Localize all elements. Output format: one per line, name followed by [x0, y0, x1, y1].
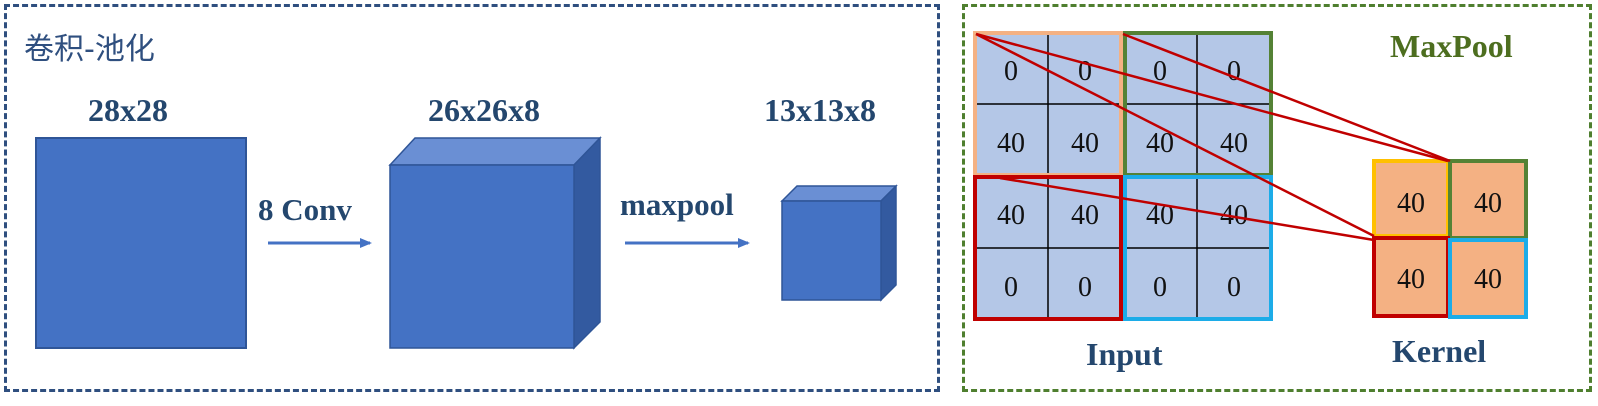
maxpool-title: MaxPool — [1390, 28, 1513, 64]
pool-op-label: maxpool — [620, 187, 734, 222]
connector-line — [1122, 32, 1451, 163]
input-grid-label: Input — [1086, 336, 1163, 372]
output-cell-bottom-right — [1448, 238, 1528, 319]
input-cell: 40 — [1071, 200, 1099, 231]
output-cell: 40 — [1397, 188, 1425, 219]
input-cell: 0 — [1153, 272, 1167, 303]
input-cell: 40 — [997, 128, 1025, 159]
input-cell: 0 — [1227, 272, 1241, 303]
conv-op-label: 8 Conv — [258, 192, 352, 227]
pool-cube-side — [880, 184, 897, 302]
pool-cube-top — [780, 185, 898, 202]
output-grid: 40 40 40 40 — [1372, 159, 1528, 319]
input-size-label: 28x28 — [88, 92, 168, 128]
pooling-connectors — [975, 32, 1451, 242]
pool-cube-front — [781, 200, 882, 301]
input-cell: 0 — [1004, 272, 1018, 303]
kernel-label: Kernel — [1392, 333, 1487, 369]
conv-cube-front — [389, 164, 575, 349]
output-cell: 40 — [1474, 188, 1502, 219]
quadrant-bottom-right — [1123, 175, 1273, 321]
conv-pool-panel — [4, 4, 940, 392]
input-cell: 40 — [1220, 128, 1248, 159]
pool-size-label: 13x13x8 — [764, 92, 876, 128]
input-square — [35, 137, 247, 349]
conv-cube-top — [388, 137, 602, 166]
maxpool-panel — [962, 4, 1592, 392]
panel-title: 卷积-池化 — [24, 32, 155, 67]
connector-line — [975, 32, 1449, 163]
output-cell: 40 — [1397, 264, 1425, 295]
input-cell: 40 — [1071, 128, 1099, 159]
quadrant-bottom-left — [973, 175, 1123, 321]
connector-line — [975, 32, 1375, 238]
input-cell: 0 — [1078, 272, 1092, 303]
output-cell: 40 — [1474, 264, 1502, 295]
conv-size-label: 26x26x8 — [428, 92, 540, 128]
input-cell: 0 — [1004, 56, 1018, 87]
pool-cube — [780, 184, 898, 302]
connector-line — [999, 176, 1375, 242]
input-cell: 0 — [1153, 56, 1167, 87]
input-grid: 0 0 0 0 40 40 40 40 40 40 40 40 0 0 0 0 — [973, 31, 1273, 321]
input-cell: 40 — [997, 200, 1025, 231]
conv-cube — [388, 136, 602, 350]
conv-cube-side — [573, 136, 601, 350]
